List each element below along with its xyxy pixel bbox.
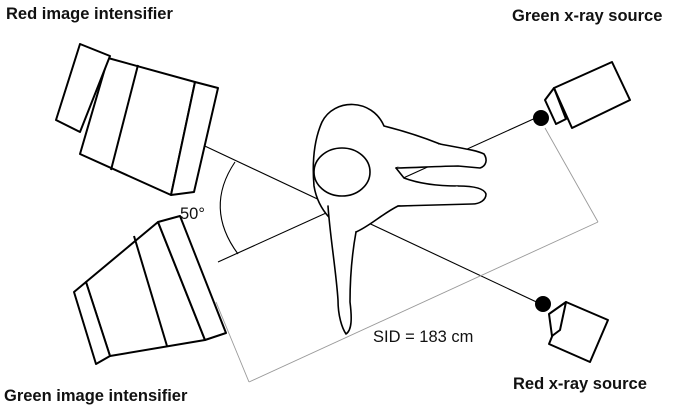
sid-label: SID = 183 cm — [373, 328, 474, 346]
red-image-intensifier-label: Red image intensifier — [6, 5, 173, 23]
red-image-intensifier-shape — [55, 43, 219, 196]
sid-extension-right — [544, 127, 599, 223]
green-xray-source-shape — [533, 61, 631, 129]
angle-arc — [219, 161, 239, 255]
red-xray-source-label: Red x-ray source — [513, 375, 647, 393]
angle-label: 50° — [180, 205, 205, 223]
patient-figure — [312, 103, 487, 335]
green-image-intensifier-label: Green image intensifier — [4, 387, 188, 405]
red-xray-source-shape — [535, 296, 609, 363]
green-image-intensifier-shape — [73, 215, 227, 365]
sid-extension-left — [215, 301, 250, 383]
green-xray-source-label: Green x-ray source — [512, 7, 663, 25]
sid-dimension-line — [248, 221, 599, 383]
